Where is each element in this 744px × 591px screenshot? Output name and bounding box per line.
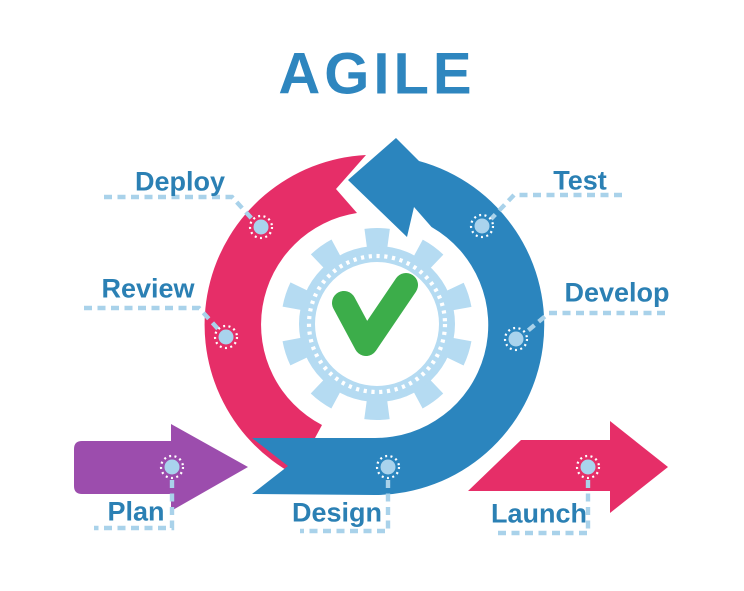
dot-ring xyxy=(213,324,239,350)
dot-ring xyxy=(375,454,401,480)
stage-label-deploy: Deploy xyxy=(134,166,226,197)
gear-dotted-ring xyxy=(306,253,448,395)
stage-dot-design xyxy=(375,454,401,480)
stage-dot-launch xyxy=(575,454,601,480)
dot-core xyxy=(508,331,524,347)
dot-ring xyxy=(159,454,185,480)
stage-dot-test xyxy=(469,213,495,239)
stage-label-design: Design xyxy=(291,497,383,528)
stage-dot-plan xyxy=(159,454,185,480)
dot-core xyxy=(380,459,396,475)
stage-dot-develop xyxy=(503,326,529,352)
connector-review xyxy=(84,305,221,332)
connector-develop xyxy=(522,310,665,336)
stage-connectors xyxy=(84,192,665,536)
checkmark-icon xyxy=(332,273,418,356)
dot-ring xyxy=(248,214,274,240)
dot-core xyxy=(474,218,490,234)
dot-core xyxy=(580,459,596,475)
connector-launch xyxy=(498,480,591,536)
dot-ring xyxy=(469,213,495,239)
dot-ring xyxy=(575,454,601,480)
launch-arrow-icon xyxy=(468,421,668,513)
gear-teeth xyxy=(281,228,473,420)
dot-ring xyxy=(503,326,529,352)
pink-cycle-arrow-icon xyxy=(204,155,366,475)
stage-dot-review xyxy=(213,324,239,350)
stage-label-review: Review xyxy=(101,273,195,304)
stage-label-test: Test xyxy=(553,165,607,196)
diagram-title: AGILE xyxy=(278,41,476,107)
stage-label-plan: Plan xyxy=(107,496,165,527)
dot-core xyxy=(164,459,180,475)
connector-test xyxy=(489,192,622,221)
stage-label-launch: Launch xyxy=(490,498,588,529)
stage-label-develop: Develop xyxy=(564,277,670,308)
connector-design xyxy=(300,480,391,534)
stage-dots xyxy=(159,213,601,480)
dot-core xyxy=(253,219,269,235)
stage-dot-deploy xyxy=(248,214,274,240)
connector-deploy xyxy=(104,194,256,223)
dot-core xyxy=(218,329,234,345)
connector-plan xyxy=(94,480,175,531)
